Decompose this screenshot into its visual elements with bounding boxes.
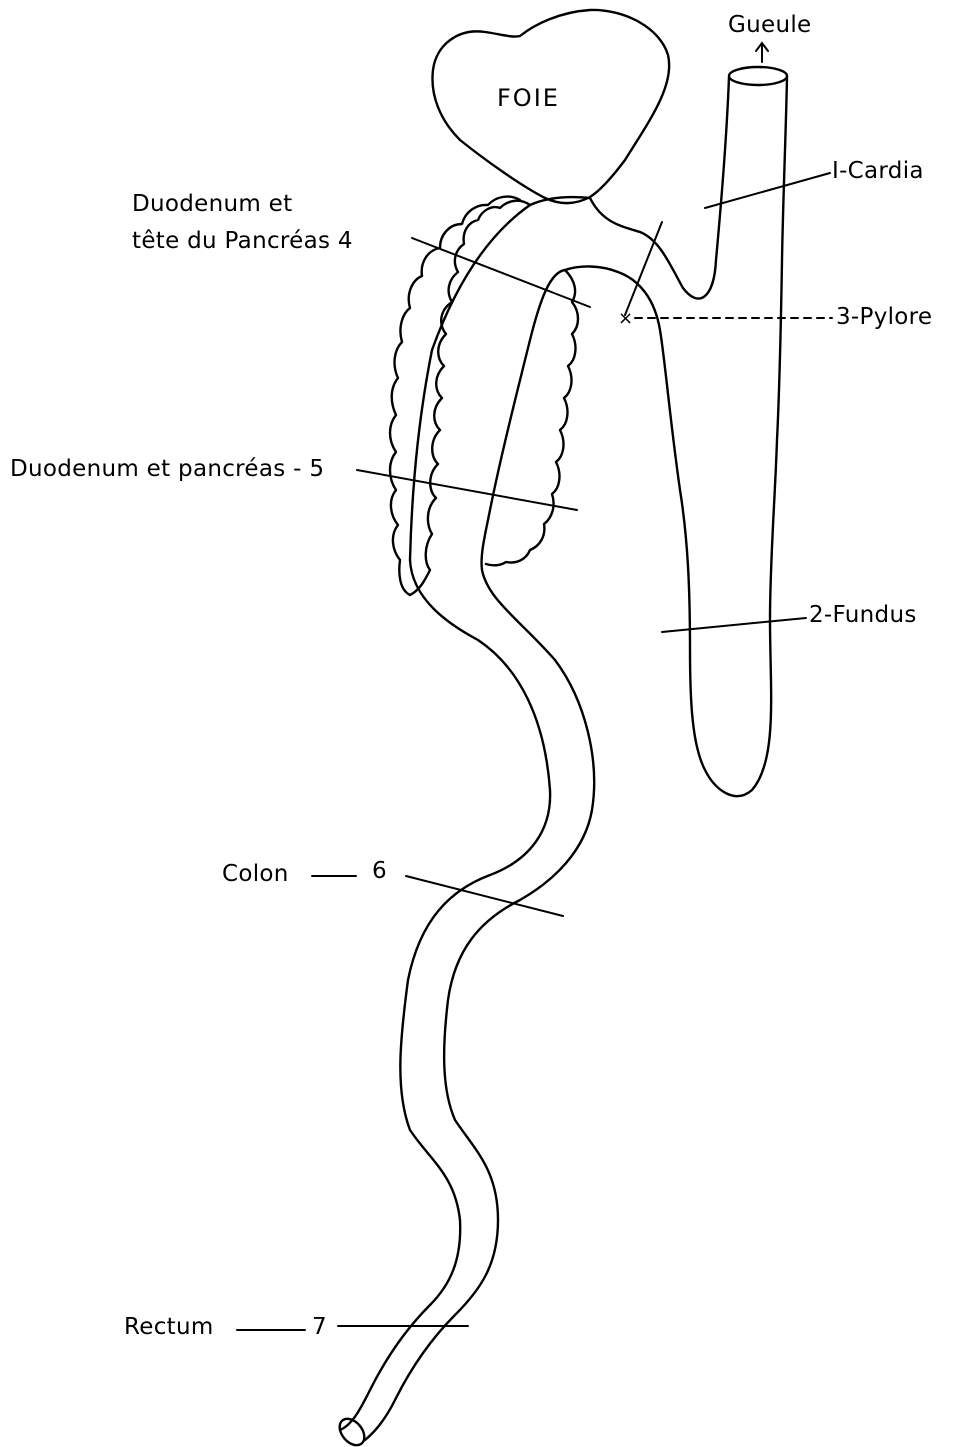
fundus-label: 2-Fundus	[809, 604, 917, 627]
stomach-cardia-outline	[590, 77, 729, 299]
pancreas-right-outline	[486, 270, 578, 565]
liver-label: FOIE	[497, 86, 560, 110]
intestine-outer-wall	[340, 197, 590, 1430]
rectum-label: Rectum	[124, 1316, 214, 1339]
esophagus-opening	[729, 67, 787, 85]
stomach-descending-outline	[565, 77, 787, 796]
pylore-label: 3-Pylore	[836, 306, 932, 329]
duodenum-tete-leader	[412, 238, 590, 307]
intestine-inner-wall	[365, 270, 594, 1440]
duodenum-tete-label-line2: tête du Pancréas 4	[132, 230, 353, 253]
pylore-x-mark: ×	[618, 308, 633, 329]
duodenum-tete-label-line1: Duodenum et	[132, 193, 292, 216]
rectum-opening	[335, 1414, 370, 1447]
fundus-leader	[662, 618, 806, 632]
cardia-label: I-Cardia	[832, 160, 924, 183]
gueule-label: Gueule	[728, 14, 811, 37]
colon-leader	[406, 876, 563, 916]
pylore-marker-leader	[625, 222, 662, 315]
colon-number: 6	[372, 860, 387, 883]
colon-label: Colon	[222, 863, 289, 886]
duodenum-pancreas-label: Duodenum et pancréas - 5	[10, 458, 324, 481]
rectum-number: 7	[312, 1316, 327, 1339]
